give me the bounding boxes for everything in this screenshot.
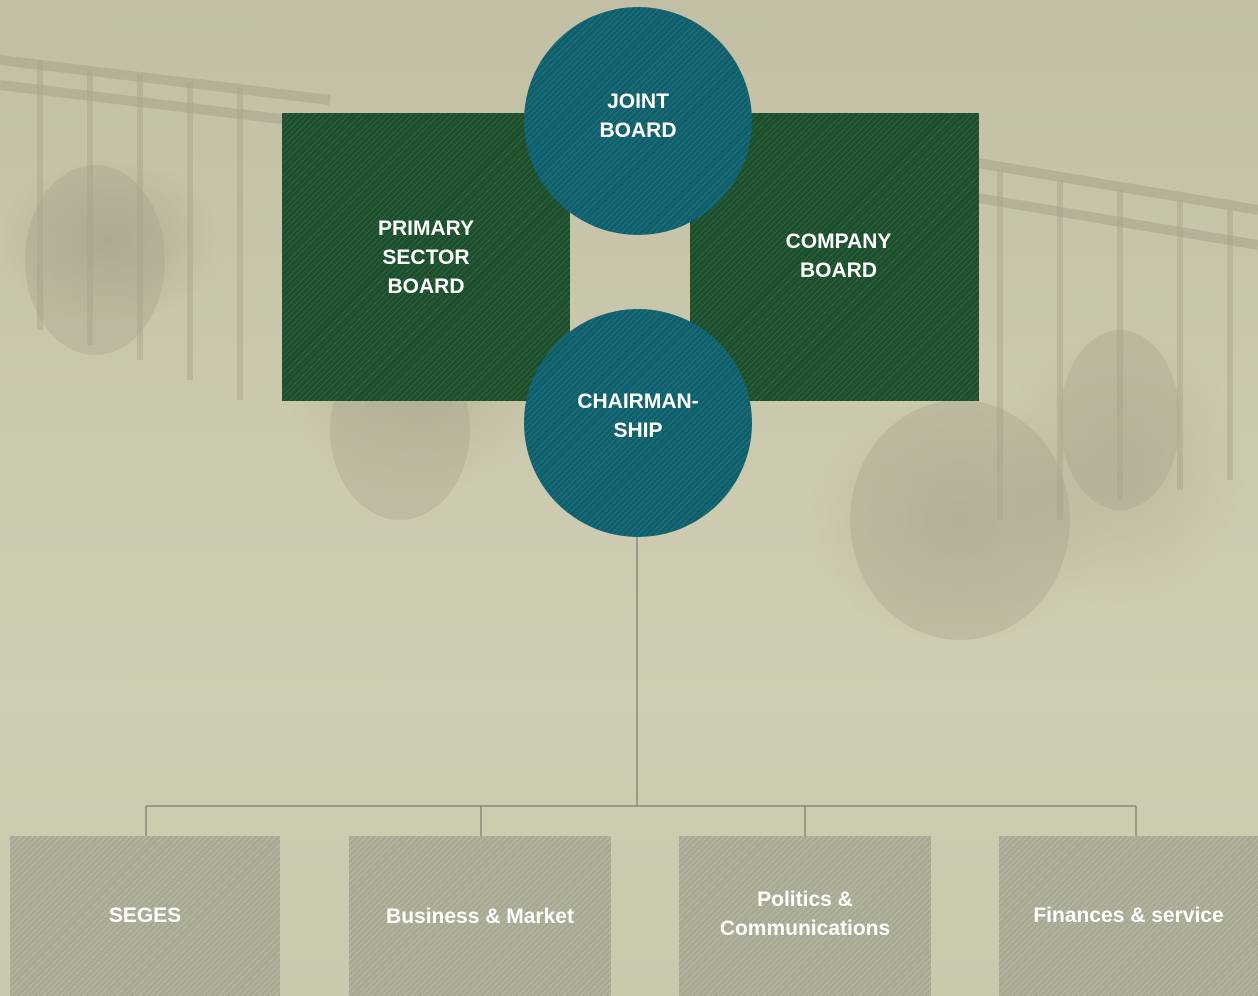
department-politics-communications-label: Politics & Communications (719, 888, 891, 940)
department-business-market: Business & Market (349, 836, 611, 996)
joint-board-circle: JOINT BOARD (524, 7, 752, 235)
chairmanship-circle: CHAIRMAN- SHIP (524, 309, 752, 537)
department-finances-service-label: Finances & service (1033, 903, 1224, 927)
primary-sector-board-label: PRIMARY SECTOR BOARD (377, 216, 475, 298)
department-finances-service: Finances & service (999, 836, 1258, 996)
company-board-label: COMPANY BOARD (785, 230, 892, 282)
department-seges: SEGES (10, 836, 280, 996)
primary-sector-board-box: PRIMARY SECTOR BOARD (282, 113, 570, 401)
joint-board-label: JOINT BOARD (599, 90, 677, 142)
department-business-market-label: Business & Market (386, 904, 574, 928)
department-seges-label: SEGES (108, 903, 182, 927)
department-politics-communications: Politics & Communications (679, 836, 931, 996)
chairmanship-label: CHAIRMAN- SHIP (577, 390, 699, 442)
